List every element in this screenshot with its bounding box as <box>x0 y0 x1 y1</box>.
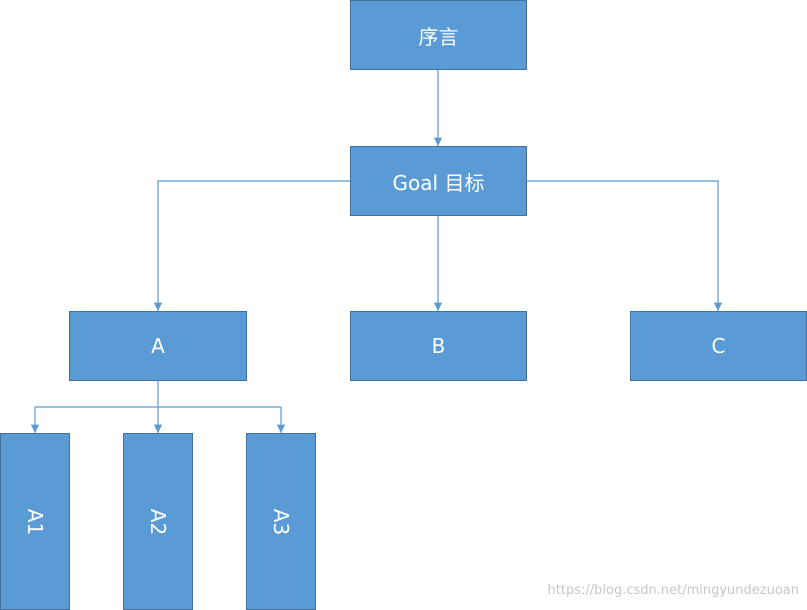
node-a2-label: A2 <box>146 508 170 535</box>
node-goal: Goal 目标 <box>350 146 527 216</box>
node-a2: A2 <box>123 433 193 610</box>
node-c-label: C <box>711 334 726 358</box>
node-a3-label: A3 <box>269 508 293 535</box>
node-preface: 序言 <box>350 0 527 70</box>
node-preface-label: 序言 <box>418 24 459 49</box>
watermark-text: https://blog.csdn.net/mingyundezuoan <box>547 583 799 598</box>
node-a1: A1 <box>0 433 70 610</box>
node-a-label: A <box>151 334 165 358</box>
node-a1-label: A1 <box>23 508 47 535</box>
node-a: A <box>69 311 247 381</box>
node-b-label: B <box>431 334 446 358</box>
node-c: C <box>630 311 807 381</box>
node-a3: A3 <box>246 433 316 610</box>
connector-goal-c <box>527 180 723 311</box>
node-goal-label: Goal 目标 <box>392 170 485 195</box>
node-b: B <box>350 311 527 381</box>
connector-goal-a <box>153 180 350 311</box>
